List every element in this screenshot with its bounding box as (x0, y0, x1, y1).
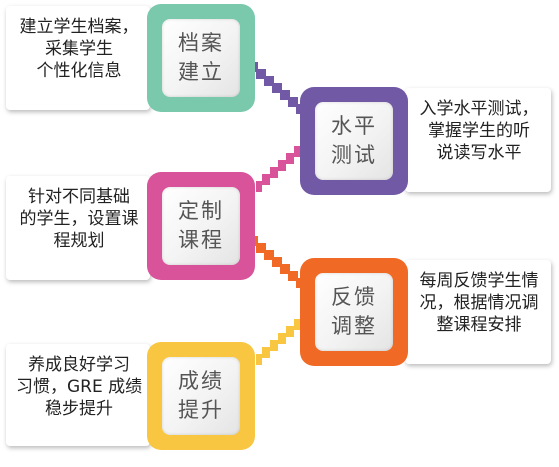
step-score-up-line-1: 成绩 (178, 369, 224, 393)
step-custom-course-line-2: 课程 (178, 228, 224, 252)
step-score-up-line-2: 提升 (178, 398, 224, 422)
connector-pink-orange (242, 229, 306, 288)
note-archive-line-3: 个性化信息 (36, 61, 122, 81)
note-score-up-line-1: 养成良好学习 (28, 355, 130, 375)
step-level-test-label: 水平 测试 (315, 102, 393, 180)
connector-orange-yellow (256, 313, 310, 365)
step-feedback-label: 反馈 调整 (315, 273, 393, 351)
step-feedback-line-1: 反馈 (331, 285, 377, 309)
step-level-test-line-2: 测试 (331, 143, 377, 167)
note-custom-course-line-3: 程规划 (53, 231, 105, 251)
step-level-test-line-1: 水平 (331, 114, 377, 138)
note-archive: 建立学生档案， 采集学生 个性化信息 (6, 6, 150, 110)
note-level-test-line-3: 说读写水平 (436, 143, 522, 163)
note-custom-course-line-1: 针对不同基础 (28, 187, 130, 207)
note-score-up-line-3: 稳步提升 (45, 399, 113, 419)
note-score-up: 养成良好学习 习惯，GRE 成绩 稳步提升 (6, 344, 150, 446)
step-score-up: 成绩 提升 (147, 342, 255, 450)
note-feedback: 每周反馈学生情 况，根据情况调 整课程安排 (405, 260, 551, 364)
step-archive-label: 档案 建立 (162, 19, 240, 97)
note-archive-line-2: 采集学生 (45, 39, 113, 59)
step-custom-course-label: 定制 课程 (162, 187, 240, 265)
step-archive: 档案 建立 (147, 4, 255, 112)
step-score-up-label: 成绩 提升 (162, 357, 240, 435)
note-score-up-line-2: 习惯，GRE 成绩 (16, 377, 143, 397)
step-archive-line-2: 建立 (178, 60, 224, 84)
connector-teal-purple (243, 55, 306, 114)
note-level-test-line-1: 入学水平测试， (419, 99, 539, 119)
note-feedback-line-3: 整课程安排 (436, 315, 522, 335)
note-level-test-line-2: 掌握学生的听 (428, 121, 530, 141)
step-custom-course: 定制 课程 (147, 172, 255, 280)
note-feedback-line-2: 况，根据情况调 (419, 293, 539, 313)
step-feedback: 反馈 调整 (300, 258, 408, 366)
note-custom-course: 针对不同基础 的学生，设置课 程规划 (6, 176, 150, 280)
note-feedback-line-1: 每周反馈学生情 (419, 271, 539, 291)
note-level-test: 入学水平测试， 掌握学生的听 说读写水平 (405, 88, 551, 192)
note-custom-course-line-2: 的学生，设置课 (19, 209, 139, 229)
connector-purple-pink (256, 140, 310, 192)
step-feedback-line-2: 调整 (331, 314, 377, 338)
step-custom-course-line-1: 定制 (178, 199, 224, 223)
step-level-test: 水平 测试 (300, 87, 408, 195)
step-archive-line-1: 档案 (178, 31, 224, 55)
note-archive-line-1: 建立学生档案， (19, 17, 139, 37)
